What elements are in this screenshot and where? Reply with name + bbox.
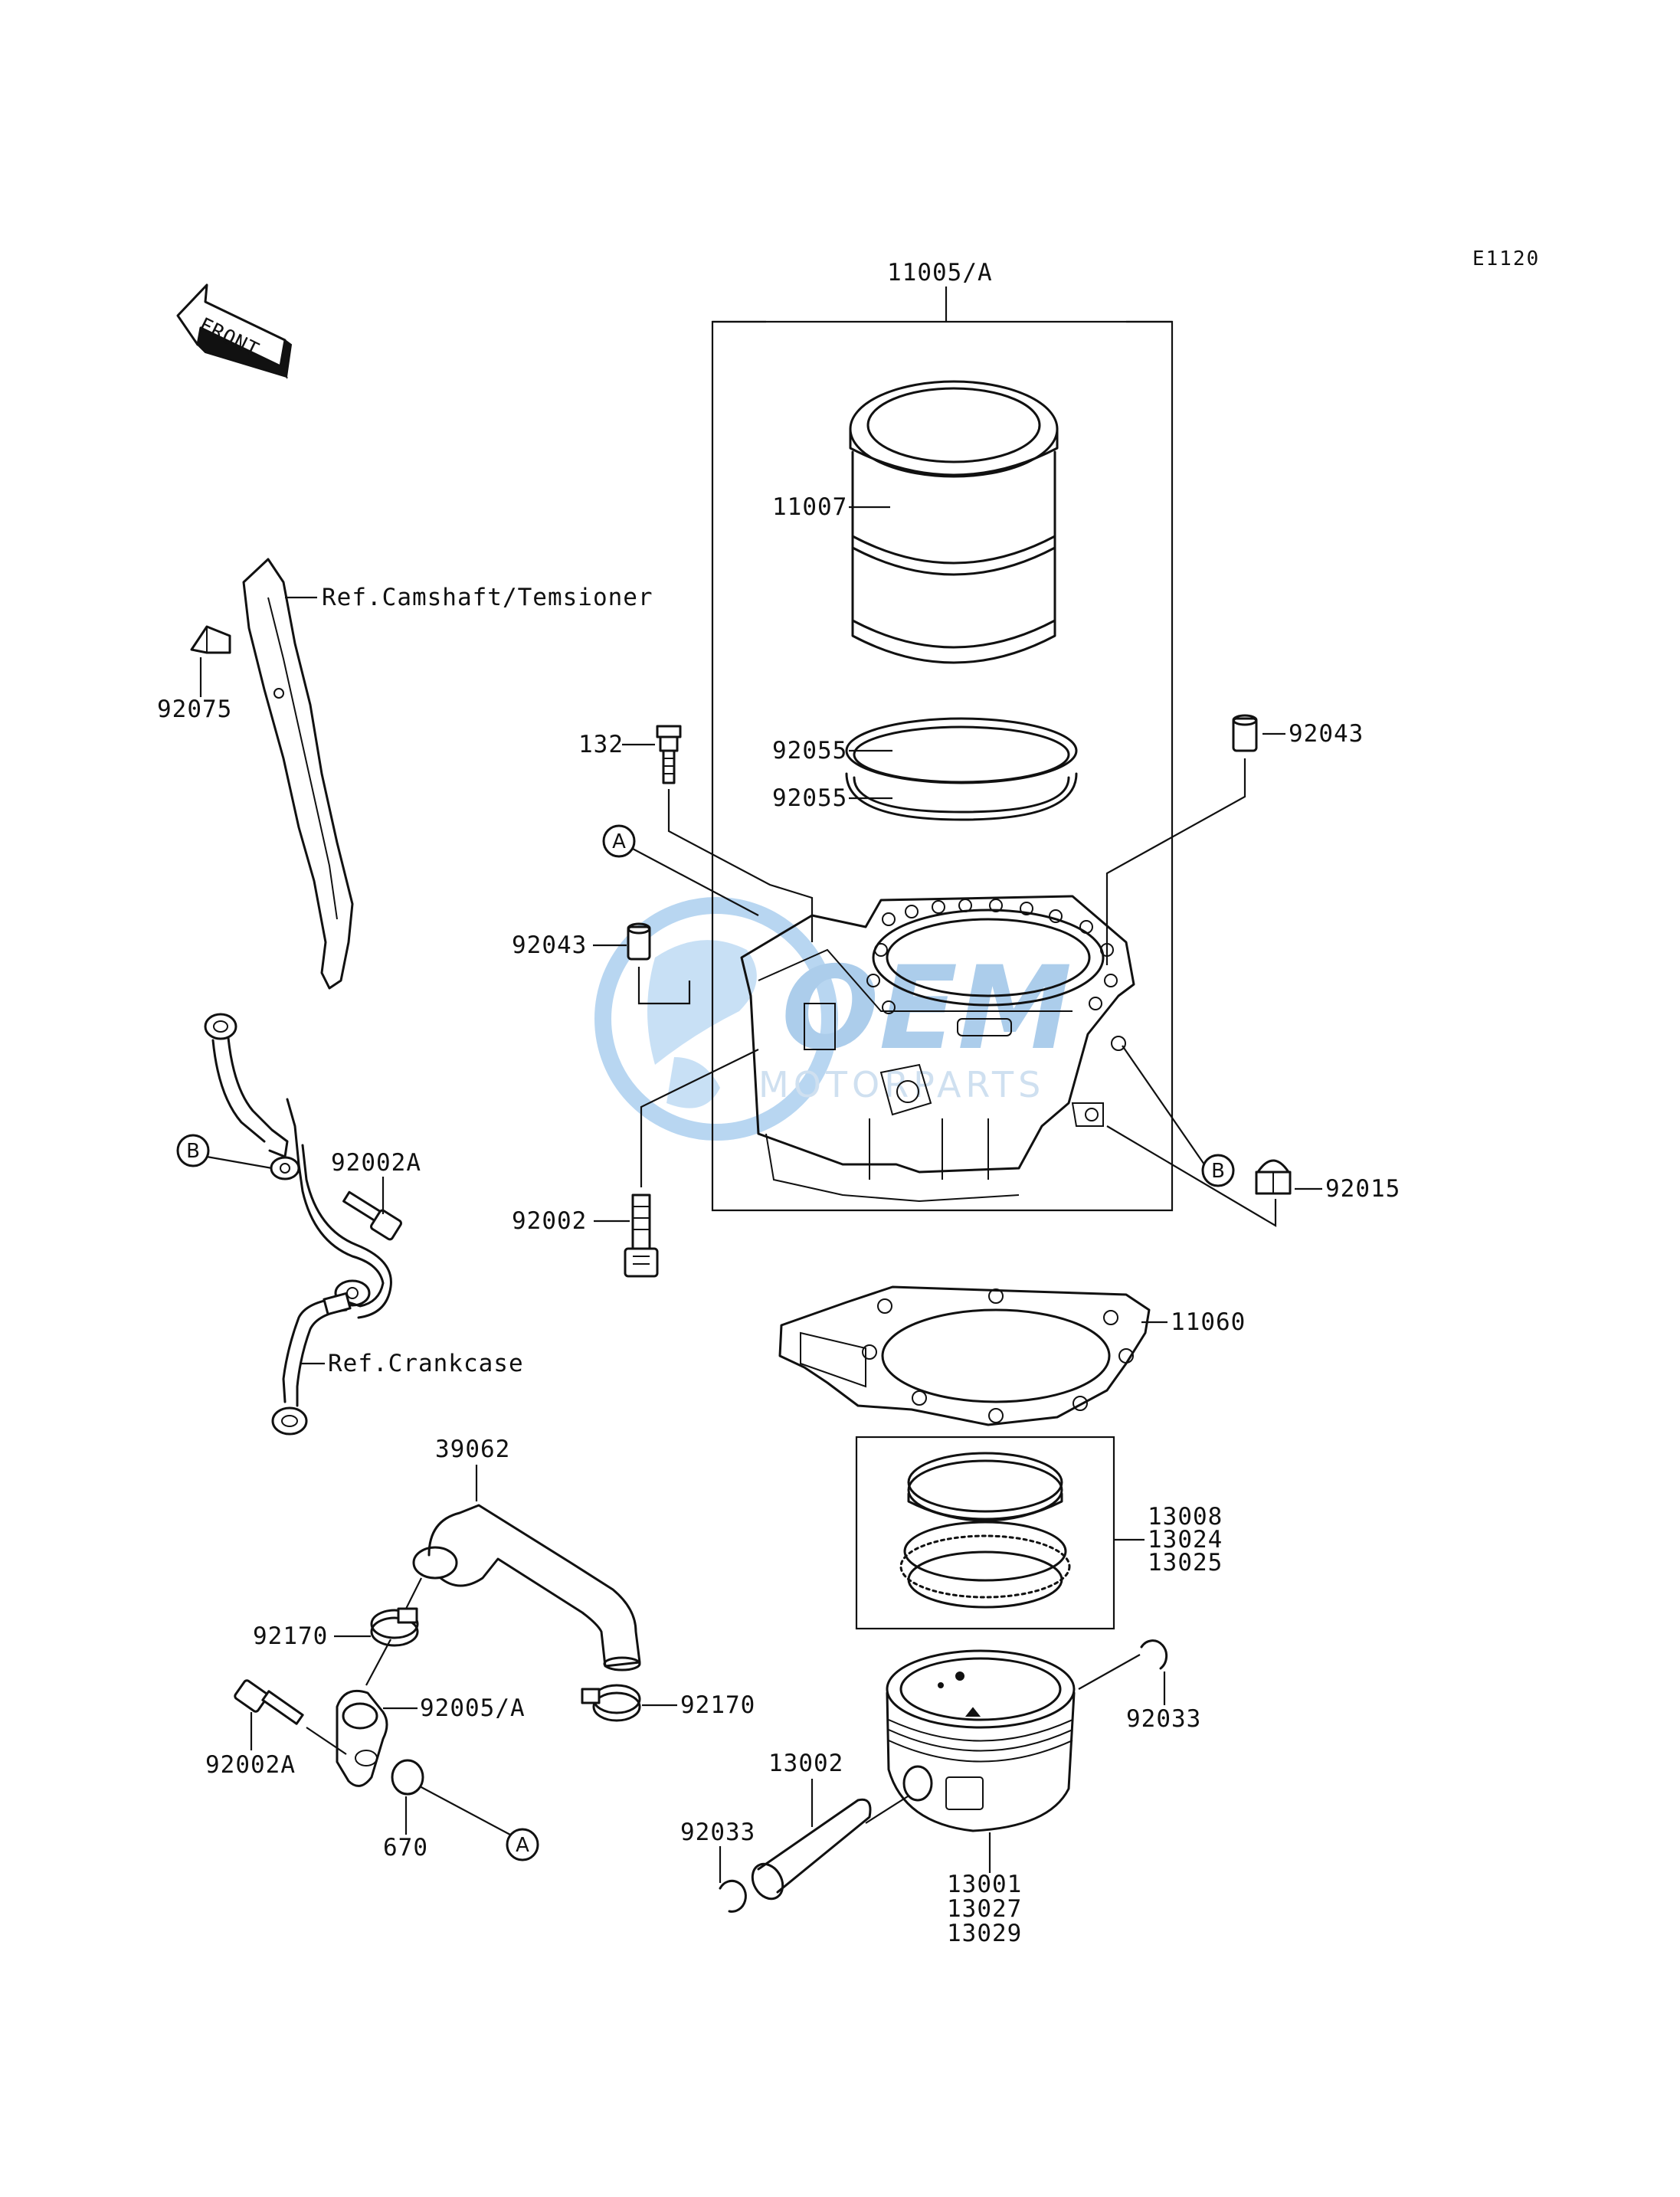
callout-b-left-text: B	[186, 1140, 200, 1163]
cylinder-gasket-rings	[845, 717, 1078, 821]
label-92015: 92015	[1325, 1175, 1400, 1203]
watermark-logo: OEM MOTORPARTS	[594, 897, 1072, 1141]
ref-crankcase: Ref.Crankcase	[328, 1350, 524, 1377]
label-13002: 13002	[768, 1750, 843, 1777]
base-gasket	[778, 1285, 1151, 1426]
label-132: 132	[578, 731, 624, 758]
piston	[886, 1649, 1076, 1832]
circlip-left	[719, 1879, 747, 1913]
ref-camshaft: Ref.Camshaft/Temsioner	[322, 584, 653, 611]
label-92055-a: 92055	[772, 737, 847, 765]
o-ring-670	[391, 1759, 424, 1796]
breather-hose	[412, 1504, 641, 1671]
callout-b-right-text: B	[1211, 1160, 1225, 1183]
bolt-92002A-top	[342, 1190, 402, 1241]
label-13008: 13008	[1148, 1503, 1223, 1531]
callout-a-bottom-text: A	[516, 1834, 529, 1857]
cap-nut-92015	[1255, 1159, 1292, 1195]
label-11007: 11007	[772, 493, 847, 521]
piston-pin	[751, 1798, 872, 1901]
label-92043-right: 92043	[1289, 720, 1364, 748]
label-92055-b: 92055	[772, 784, 847, 812]
hose-clamp-left	[370, 1607, 419, 1647]
bolt-92002	[624, 1193, 659, 1278]
label-92002A-top: 92002A	[331, 1149, 421, 1177]
label-11060: 11060	[1171, 1308, 1246, 1336]
clip-92075	[190, 625, 231, 654]
label-670: 670	[383, 1834, 428, 1861]
diagram-code: E1120	[1472, 247, 1540, 270]
callout-b-left	[176, 1134, 210, 1167]
label-92170-left: 92170	[253, 1622, 328, 1650]
label-13029: 13029	[947, 1920, 1022, 1947]
dowel-pin-left	[627, 922, 651, 961]
label-92170-right: 92170	[680, 1691, 755, 1719]
label-92033-right: 92033	[1126, 1705, 1201, 1733]
breather-fitting	[336, 1689, 388, 1787]
label-92005A: 92005/A	[420, 1694, 526, 1722]
label-92043-left: 92043	[512, 932, 587, 959]
label-13024: 13024	[1148, 1526, 1223, 1554]
piston-ring-box	[855, 1436, 1115, 1630]
label-92002A-bottom: 92002A	[205, 1751, 296, 1779]
callout-a-bottom	[506, 1828, 539, 1861]
bolt-132	[656, 725, 682, 784]
cylinder-sleeve	[849, 380, 1059, 664]
label-13001: 13001	[947, 1871, 1022, 1898]
circlip-right	[1140, 1639, 1168, 1670]
label-11005A: 11005/A	[887, 259, 993, 286]
watermark-logo-text: OEM	[781, 942, 1072, 1076]
label-39062: 39062	[435, 1436, 510, 1463]
bolt-92002A-bottom	[234, 1679, 304, 1725]
hose-clamp-right	[581, 1684, 641, 1722]
callout-a-top-text: A	[612, 830, 626, 853]
dowel-pin-right	[1232, 714, 1258, 752]
label-13027: 13027	[947, 1895, 1022, 1923]
oil-pipe	[204, 1013, 392, 1436]
front-arrow-icon: FRONT	[176, 283, 293, 380]
label-13025: 13025	[1148, 1549, 1223, 1577]
label-92033-left: 92033	[680, 1819, 755, 1846]
watermark-sub-text: MOTORPARTS	[758, 1064, 1045, 1105]
callout-b-right	[1201, 1154, 1235, 1187]
callout-a-top	[602, 824, 636, 858]
piston-ring-set	[899, 1452, 1071, 1609]
label-92075: 92075	[157, 696, 232, 723]
chain-guide	[242, 558, 354, 990]
label-92002: 92002	[512, 1207, 587, 1235]
cylinder-block	[740, 895, 1135, 1203]
